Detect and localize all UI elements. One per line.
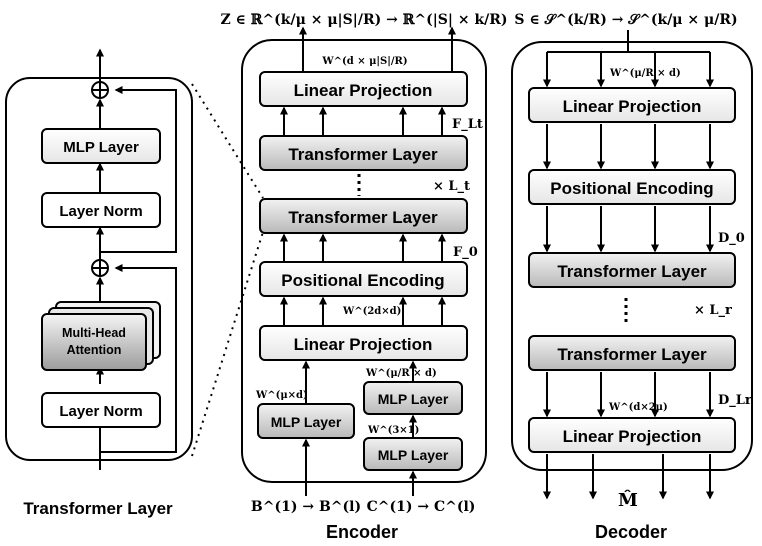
enc-mlp-right-top-label: MLP Layer <box>378 391 449 407</box>
dec-transformer-layer-bottom-label: Transformer Layer <box>557 345 707 364</box>
encoder-repeat: × L_t <box>433 179 470 194</box>
dec-linear-projection-top-box <box>528 87 736 123</box>
zoom-line-top <box>191 83 264 199</box>
tl-layer-norm-top-label: Layer Norm <box>59 203 142 220</box>
decoder-repeat: × L_r <box>694 303 732 318</box>
enc-mlp-left-label: MLP Layer <box>271 414 342 430</box>
tl-mlp-layer-label: MLP Layer <box>63 139 139 156</box>
dec-linear-projection-bottom-box <box>528 417 736 453</box>
decoder-input-formula: S ∈ 𝒮^(k/R) → 𝒮^(k/μ × μ/R) <box>514 12 737 28</box>
residual-add-icon-top <box>91 81 109 99</box>
encoder-w-3x1: W^(3×1) <box>367 425 419 436</box>
residual-add-icon-bottom <box>91 259 109 277</box>
tl-mha-line1: Multi-Head <box>62 326 126 340</box>
tl-layer-norm-bottom-box <box>41 392 161 428</box>
enc-transformer-layer-top-label: Transformer Layer <box>288 145 438 164</box>
enc-linear-projection-top-label: Linear Projection <box>294 81 433 100</box>
decoder-panel: S ∈ 𝒮^(k/R) → 𝒮^(k/μ × μ/R) W^(μ/R × d) … <box>511 12 753 542</box>
encoder-frame <box>241 39 487 483</box>
decoder-d-lr: D_Lr <box>718 393 752 408</box>
dec-transformer-layer-top-label: Transformer Layer <box>557 262 707 281</box>
decoder-w-out: W^(d×2μ) <box>608 402 668 413</box>
zoom-line-bottom <box>191 231 264 457</box>
tl-layer-norm-top-box <box>41 192 161 228</box>
tl-mha-line2: Attention <box>67 343 122 357</box>
decoder-output: M̂ <box>618 489 638 511</box>
encoder-output-formula: Z ∈ ℝ^(k/μ × μ|S|/R) → ℝ^(|S| × k/R) <box>220 12 507 28</box>
encoder-caption: Encoder <box>326 522 398 542</box>
enc-mlp-right-bottom-label: MLP Layer <box>378 447 449 463</box>
tl-layer-norm-bottom-label: Layer Norm <box>59 403 142 420</box>
dec-transformer-layer-bottom-box <box>528 335 736 371</box>
transformer-layer-panel: MLP Layer Layer Norm Multi-Head Attentio… <box>5 48 193 518</box>
encoder-input-c: C^(1) → C^(l) <box>367 499 476 515</box>
encoder-w-2d: W^(2d×d) <box>342 306 401 317</box>
encoder-input-b: B^(1) → B^(l) <box>251 499 361 515</box>
tl-mlp-layer-box <box>41 128 161 164</box>
dec-positional-encoding-box <box>528 169 736 205</box>
enc-transformer-layer-bottom-box <box>259 198 468 234</box>
enc-transformer-layer-top-box <box>259 135 468 171</box>
enc-positional-encoding-label: Positional Encoding <box>281 271 444 290</box>
dec-positional-encoding-label: Positional Encoding <box>550 179 713 198</box>
encoder-w-out: W^(d × μ|S|/R) <box>321 56 407 67</box>
encoder-f-0: F_0 <box>453 245 478 260</box>
decoder-w-in: W^(μ/R × d) <box>609 68 681 79</box>
decoder-caption: Decoder <box>595 522 667 542</box>
dec-linear-projection-top-label: Linear Projection <box>563 97 702 116</box>
encoder-panel: Z ∈ ℝ^(k/μ × μ|S|/R) → ℝ^(|S| × k/R) W^(… <box>220 12 507 542</box>
encoder-w-mu-r: W^(μ/R × d) <box>365 368 437 379</box>
enc-positional-encoding-box <box>259 261 468 297</box>
dec-transformer-layer-top-box <box>528 252 736 288</box>
encoder-w-mu-d: W^(μ×d) <box>255 390 308 401</box>
enc-linear-projection-top-box <box>259 71 468 107</box>
enc-mlp-right-top-box <box>363 381 463 415</box>
enc-mlp-right-bottom-box <box>363 437 463 471</box>
decoder-frame <box>511 41 753 471</box>
enc-linear-projection-bottom-label: Linear Projection <box>294 335 433 354</box>
encoder-f-lt: F_Lt <box>452 117 483 132</box>
tl-multi-head-attention-box <box>41 313 147 371</box>
enc-mlp-left-box <box>257 403 355 439</box>
enc-transformer-layer-bottom-label: Transformer Layer <box>288 208 438 227</box>
transformer-layer-caption: Transformer Layer <box>23 499 173 518</box>
decoder-d-0: D_0 <box>718 231 745 246</box>
dec-linear-projection-bottom-label: Linear Projection <box>563 427 702 446</box>
enc-linear-projection-bottom-box <box>259 325 468 361</box>
